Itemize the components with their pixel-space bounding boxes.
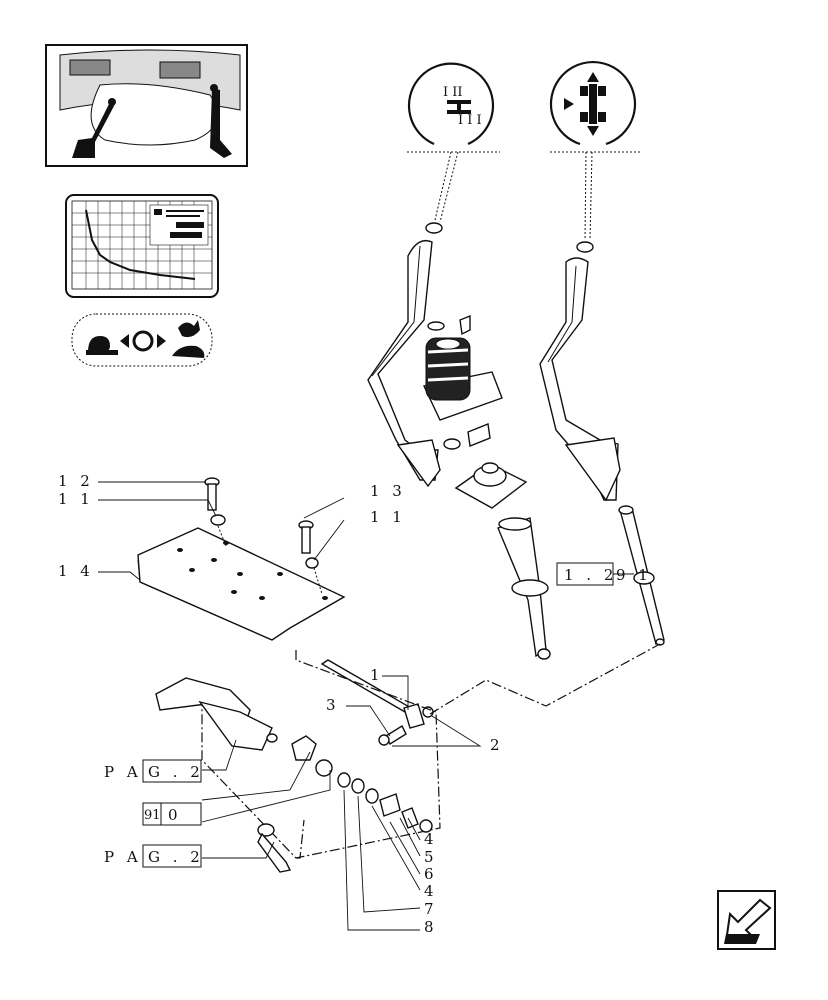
range-lever	[367, 222, 443, 488]
callout-4a[interactable]: 4	[424, 830, 438, 848]
washers-stack	[337, 772, 433, 833]
svg-text:91: 91	[144, 808, 161, 823]
4wd-lever	[539, 241, 621, 502]
cover-plate	[137, 527, 346, 641]
speed-chart-icon	[65, 194, 219, 298]
callout-11b[interactable]: 1 1	[370, 508, 406, 526]
svg-text:P A: P A	[104, 848, 142, 866]
svg-text:G . 2: G . 2	[148, 763, 204, 781]
speed-range-icon	[71, 313, 213, 367]
callout-11[interactable]: 1 1	[58, 490, 94, 508]
lever-arm-bottom	[257, 823, 292, 873]
callout-1[interactable]: 1	[370, 666, 384, 684]
bolt-12	[204, 477, 220, 511]
callout-4b[interactable]: 4	[424, 882, 438, 900]
bracket	[155, 677, 278, 751]
callout-5[interactable]: 5	[424, 848, 438, 866]
ref-910[interactable]: 91 0	[142, 802, 202, 826]
ref-pag-2-bottom[interactable]: P A G . 2	[104, 844, 204, 868]
svg-text:I I I: I I I	[458, 113, 482, 128]
ref-1291[interactable]: 1 . 2 9 1	[556, 562, 652, 586]
callout-7[interactable]: 7	[424, 900, 438, 918]
rod-link-line	[429, 643, 661, 715]
symbol-leaders	[407, 151, 642, 241]
leader-lines	[98, 481, 634, 931]
callout-6[interactable]: 6	[424, 865, 438, 883]
callout-14[interactable]: 1 4	[58, 562, 94, 580]
gear-shift-symbol-icon: I II I I I	[407, 62, 495, 146]
washer-11b	[305, 557, 319, 569]
navigation-arrow-icon[interactable]	[717, 890, 776, 950]
four-wheel-drive-icon	[549, 60, 637, 146]
ref-pag-2-top[interactable]: P A G . 2	[104, 759, 204, 783]
assembly-boundary	[201, 650, 441, 859]
callout-8[interactable]: 8	[424, 918, 438, 936]
svg-text:P A: P A	[104, 763, 142, 781]
svg-text:G . 2: G . 2	[148, 848, 204, 866]
washer-11a	[210, 514, 226, 526]
fork-part	[291, 735, 333, 777]
callout-3[interactable]: 3	[326, 696, 340, 714]
lever-shaft-right	[618, 505, 665, 646]
boot-assembly	[422, 314, 528, 509]
bolt-13	[298, 520, 314, 554]
callout-13[interactable]: 1 3	[370, 482, 406, 500]
callout-2[interactable]: 2	[490, 736, 504, 754]
lever-shaft-left	[497, 517, 551, 660]
svg-text:9 1: 9 1	[616, 566, 652, 584]
svg-text:1 . 2: 1 . 2	[564, 566, 617, 584]
callout-12[interactable]: 1 2	[58, 472, 94, 490]
svg-text:I II: I II	[443, 85, 463, 100]
svg-text:0: 0	[168, 806, 182, 824]
tractor-front-icon	[45, 44, 248, 167]
